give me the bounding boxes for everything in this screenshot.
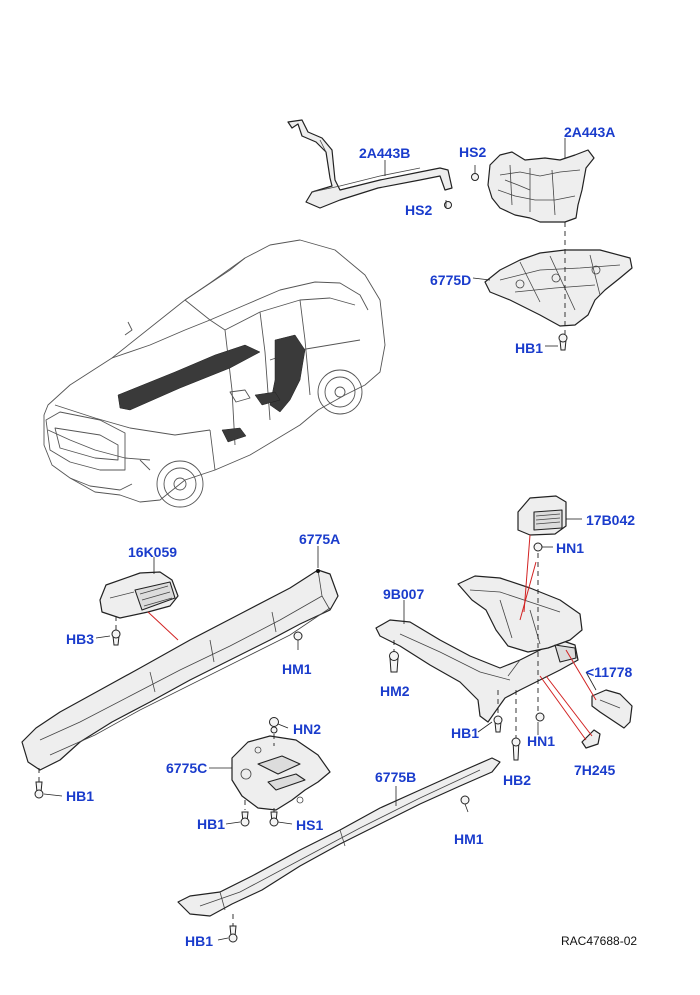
leader-lines xyxy=(38,138,597,941)
hn2-fastener xyxy=(269,717,279,734)
hb1-left-fastener xyxy=(34,781,44,799)
label-2a443b: 2A443B xyxy=(359,145,411,161)
label-hm1-left: HM1 xyxy=(282,661,312,677)
label-6775b: 6775B xyxy=(375,769,417,785)
hb3-fastener xyxy=(111,629,121,646)
diagram-reference: RAC47688-02 xyxy=(561,934,638,948)
label-hb1-left: HB1 xyxy=(66,788,95,804)
hb1-upper-right-fastener xyxy=(558,333,568,351)
label-hn1-mid-right: HN1 xyxy=(527,733,556,749)
label-16k059: 16K059 xyxy=(128,544,178,560)
label-hm1-bottom: HM1 xyxy=(454,831,484,847)
label-9b007: 9B007 xyxy=(383,586,425,602)
hm1-bottom-fastener xyxy=(460,795,470,813)
label-6775d: 6775D xyxy=(430,272,472,288)
label-hn2: HN2 xyxy=(293,721,322,737)
label-7h245: 7H245 xyxy=(574,762,616,778)
label-17b042: 17B042 xyxy=(586,512,636,528)
label-11778: <11778 xyxy=(586,664,633,680)
part-6775d-undershield xyxy=(484,249,633,327)
hm1-left-fastener xyxy=(293,631,303,650)
part-16k059-bracket xyxy=(99,571,179,619)
label-hb1-center: HB1 xyxy=(197,816,226,832)
label-hb3: HB3 xyxy=(66,631,95,647)
part-2a443b-bracket xyxy=(287,119,453,209)
label-hn1-right-top: HN1 xyxy=(556,540,585,556)
label-hs2-top: HS2 xyxy=(459,144,487,160)
label-6775c: 6775C xyxy=(166,760,208,776)
fasteners xyxy=(34,165,568,943)
label-hb1-bottom: HB1 xyxy=(185,933,214,949)
hs2-top-fastener xyxy=(471,165,479,181)
label-2a443a: 2A443A xyxy=(564,124,616,140)
part-2a443a-heat-shield xyxy=(487,149,595,223)
hn1-mid-right-fastener xyxy=(535,712,545,722)
label-hs1: HS1 xyxy=(296,817,324,833)
hs1-fastener xyxy=(269,811,279,827)
hs2-bottom-fastener xyxy=(444,201,452,209)
hb2-fastener xyxy=(511,737,521,761)
label-hm2: HM2 xyxy=(380,683,410,699)
label-hb1-upper-right: HB1 xyxy=(515,340,544,356)
hm2-fastener xyxy=(389,651,399,673)
hb1-mid-right-fastener xyxy=(493,715,503,733)
label-hb1-mid-right: HB1 xyxy=(451,725,480,741)
part-17b042-module xyxy=(517,495,567,536)
part-6775c-shield xyxy=(231,735,331,811)
vehicle-outline xyxy=(43,239,386,508)
hb1-bottom-fastener xyxy=(228,925,238,943)
hn1-right-top-fastener xyxy=(533,542,543,552)
part-7h245-clip xyxy=(581,729,601,749)
hb1-center-fastener xyxy=(240,811,250,827)
label-6775a: 6775A xyxy=(299,531,341,547)
part-11778-bracket xyxy=(591,689,633,729)
label-hs2-bottom: HS2 xyxy=(405,202,433,218)
part-6775a-side-shield xyxy=(21,569,339,771)
part-6775b-side-shield xyxy=(177,757,501,917)
label-hb2: HB2 xyxy=(503,772,532,788)
